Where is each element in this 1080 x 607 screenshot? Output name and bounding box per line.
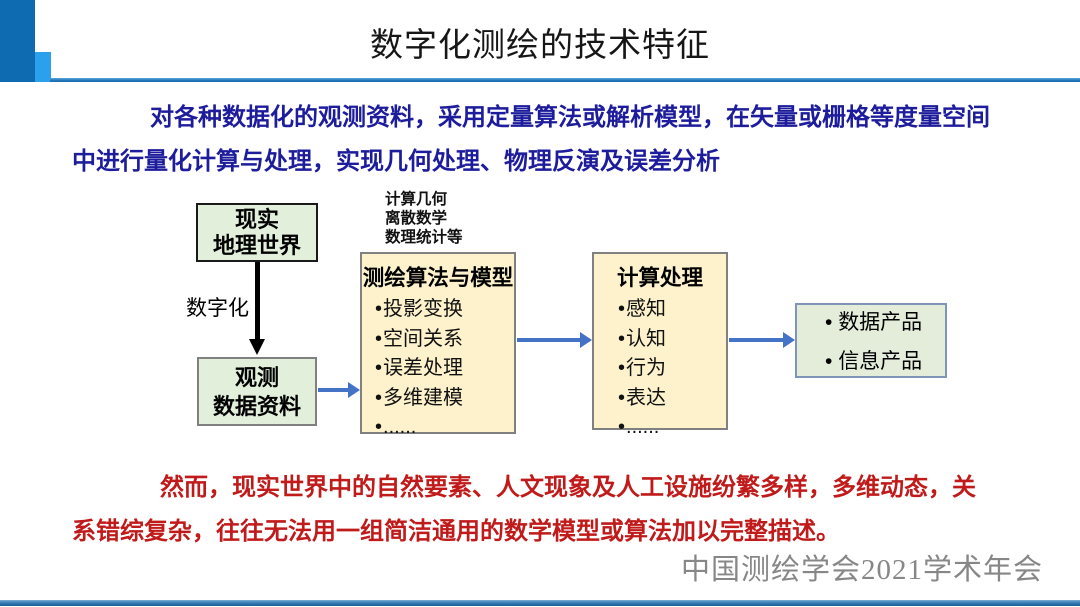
computing-process-box: 计算处理 感知 认知 行为 表达 ...... <box>592 252 728 438</box>
real-world-line1: 现实 <box>234 206 279 232</box>
processing-item-list: 感知 认知 行为 表达 ...... <box>594 295 726 443</box>
down-arrow-icon <box>249 262 265 355</box>
list-item: 认知 <box>618 325 726 355</box>
math-note-line2: 离散数学 <box>385 210 448 227</box>
title-underline <box>50 78 1080 82</box>
flow-arrow-icon <box>517 332 592 348</box>
arrow-head <box>783 332 795 348</box>
product-item: 数据产品 <box>825 306 945 336</box>
arrow-shaft <box>729 338 785 342</box>
down-arrow-head <box>249 339 265 355</box>
product-item: 信息产品 <box>825 345 945 375</box>
list-item: 误差处理 <box>375 354 514 384</box>
flow-arrow-icon <box>318 382 360 398</box>
list-item: 空间关系 <box>375 325 514 355</box>
product-box: 数据产品 信息产品 <box>795 303 947 378</box>
real-world-box: 现实 地理世界 <box>196 203 318 262</box>
page-title: 数字化测绘的技术特征 <box>370 26 710 63</box>
list-item: 行为 <box>618 354 726 384</box>
conference-watermark: 中国测绘学会2021学术年会 <box>680 554 1043 586</box>
corner-accent-light <box>35 52 51 82</box>
math-note-line3: 数理统计等 <box>385 229 463 246</box>
conclusion-paragraph: 然而，现实世界中的自然要素、人文现象及人工设施纷繁多样，多维动态，关系错综复杂，… <box>72 474 976 545</box>
observation-line2: 数据资料 <box>212 393 301 419</box>
processing-box-title: 计算处理 <box>616 266 703 290</box>
math-fields-note: 计算几何 离散数学 数理统计等 <box>385 190 463 247</box>
flow-arrow-icon <box>729 332 795 348</box>
digitize-label: 数字化 <box>186 297 249 320</box>
intro-paragraph: 对各种数据化的观测资料，采用定量算法或解析模型，在矢量或栅格等度量空间中进行量化… <box>72 104 990 175</box>
arrow-head <box>580 332 592 348</box>
list-item: 投影变换 <box>375 295 514 325</box>
observation-data-box: 观测 数据资料 <box>197 357 317 426</box>
list-item: 表达 <box>618 384 726 414</box>
list-item: 感知 <box>618 295 726 325</box>
list-item: 多维建模 <box>375 384 514 414</box>
list-item: ...... <box>375 413 514 443</box>
algorithm-box-title: 测绘算法与模型 <box>362 266 514 290</box>
list-item: ...... <box>618 413 726 443</box>
arrow-shaft <box>318 388 350 392</box>
algorithm-item-list: 投影变换 空间关系 误差处理 多维建模 ...... <box>362 295 514 443</box>
corner-accent-dark <box>0 0 35 82</box>
arrow-head <box>348 382 360 398</box>
algorithm-model-box: 测绘算法与模型 投影变换 空间关系 误差处理 多维建模 ...... <box>360 252 516 438</box>
observation-line1: 观测 <box>234 364 279 390</box>
down-arrow-shaft <box>254 262 260 341</box>
math-note-line1: 计算几何 <box>385 191 448 208</box>
arrow-shaft <box>517 338 582 342</box>
real-world-line2: 地理世界 <box>212 232 301 258</box>
bottom-accent-bar <box>0 600 1080 606</box>
